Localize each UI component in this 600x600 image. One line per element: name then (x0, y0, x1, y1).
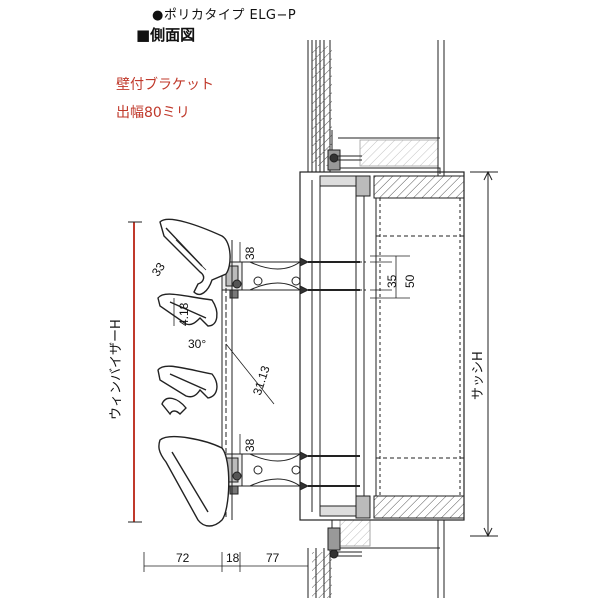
wall-structure (299, 40, 465, 598)
width-note: 出幅80ミリ (116, 105, 190, 121)
dim-35: 35 (385, 274, 399, 288)
louver-blades (157, 218, 231, 527)
dim-angle: 30° (188, 337, 206, 351)
dim-31-13: 31.13 (250, 364, 273, 397)
sash-height-line (470, 170, 498, 538)
sash-height-label: サッシH (471, 351, 486, 400)
view-label: ■側面図 (136, 26, 196, 44)
dim-18: 18 (226, 551, 240, 565)
header: ●ポリカタイプ ELG−P ■側面図 壁付ブラケット 出幅80ミリ (0, 0, 600, 121)
dim-4-18: 4.18 (177, 302, 191, 326)
dimension-lines (143, 239, 410, 572)
dim-72: 72 (176, 551, 190, 565)
type-label: ●ポリカタイプ ELG−P (152, 8, 297, 23)
dim-38-bottom: 38 (243, 438, 257, 452)
dim-33: 33 (149, 260, 168, 279)
louver-height-label: ウィンバイザーH (109, 319, 124, 420)
dim-38-top: 38 (243, 246, 257, 260)
louver-height-line (128, 221, 142, 523)
dim-77: 77 (266, 551, 280, 565)
wall-bracket (221, 240, 368, 520)
dim-50: 50 (403, 274, 417, 288)
bracket-note: 壁付ブラケット (116, 77, 214, 93)
